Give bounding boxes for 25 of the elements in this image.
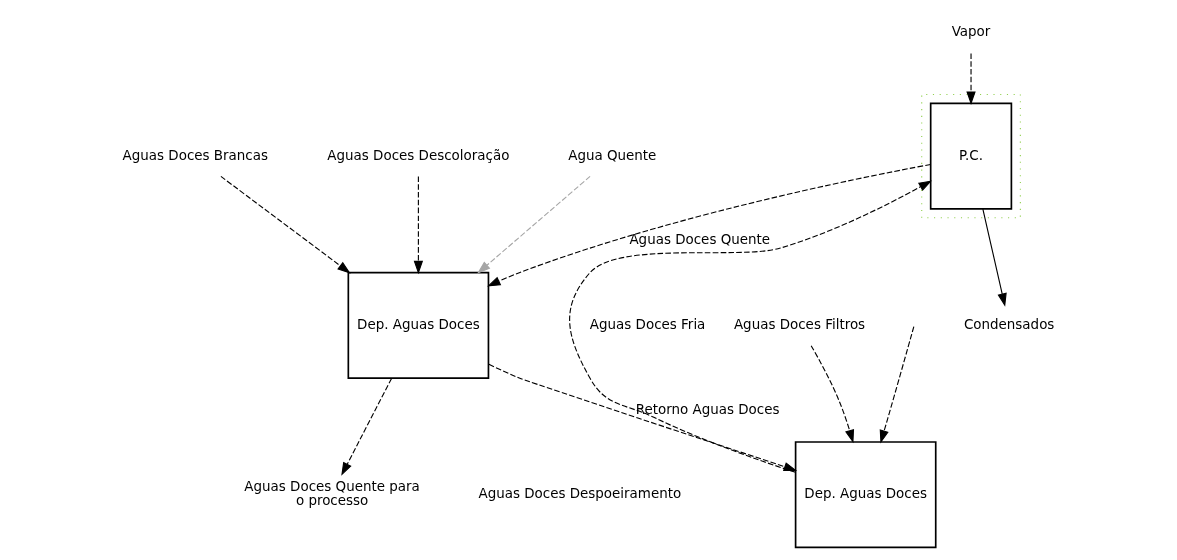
arrow (569, 180, 932, 473)
node-text: Vapor (951, 24, 991, 40)
node-text: Agua Quente (568, 147, 657, 163)
edge-label: Aguas Doces Quente (629, 232, 771, 248)
arrow (341, 377, 393, 476)
arrow (477, 175, 591, 274)
node-text: Aguas Doces Quente para o processo (244, 478, 420, 509)
node-box: Dep. Aguas Doces (794, 441, 937, 549)
label: Aguas Doces Despoeiramento (478, 486, 682, 502)
node-text: Aguas Doces Descoloração (327, 147, 510, 163)
node-box: P.C. (929, 102, 1013, 210)
node-text: Condensados (963, 316, 1055, 332)
arrow (487, 163, 932, 287)
arrow (413, 175, 424, 275)
node-text: Aguas Doces Brancas (122, 147, 268, 163)
arrow (488, 363, 798, 472)
arrow (879, 326, 915, 444)
node-box: Dep. Aguas Doces (347, 271, 490, 379)
edge-label: Aguas Doces Fria (589, 316, 706, 332)
edge-label: Retorno Aguas Doces (635, 401, 780, 417)
node-text: Aguas Doces Filtros (733, 316, 866, 332)
arrow (966, 52, 976, 105)
arrow (810, 345, 855, 444)
arrow (220, 175, 351, 274)
arrow (982, 208, 1007, 307)
